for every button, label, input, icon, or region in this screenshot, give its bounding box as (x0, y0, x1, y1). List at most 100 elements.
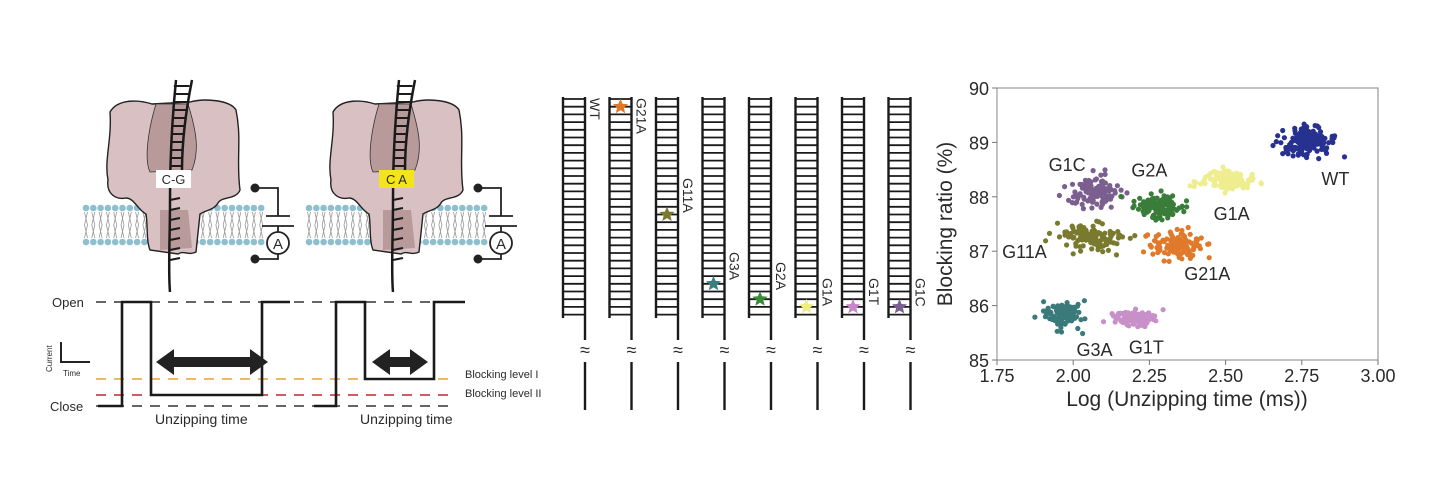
break-symbol: ≈ (627, 340, 637, 360)
data-point (1066, 234, 1072, 240)
data-point (1280, 127, 1286, 134)
data-point (1044, 308, 1050, 314)
series-G1A (1187, 164, 1264, 196)
data-point (1314, 141, 1320, 147)
data-point (1089, 246, 1095, 252)
data-point (1212, 169, 1218, 175)
lipid-tail (200, 211, 205, 239)
data-point (1112, 190, 1118, 196)
dna-base (392, 247, 404, 251)
lipid-head (327, 238, 335, 246)
lipid-head (250, 204, 258, 212)
data-point (1145, 232, 1151, 238)
ladder-label: G1C (913, 278, 929, 307)
lipid-tail (482, 211, 487, 239)
data-point (1230, 185, 1236, 191)
lipid-head (466, 238, 473, 246)
lipid-tail (91, 211, 96, 239)
data-point (1235, 173, 1241, 179)
blocking-level-2-label: Blocking level II (465, 388, 541, 400)
lipid-head (199, 238, 207, 246)
data-point (1156, 232, 1162, 238)
ladder-label: G2A (773, 262, 789, 291)
data-point (1055, 321, 1061, 327)
dna-ladder-G3A: ≈G3A (701, 97, 743, 410)
mutation-star-icon (705, 275, 722, 291)
data-point (1184, 204, 1190, 210)
lipid-tail (460, 211, 465, 239)
data-point (1089, 228, 1095, 234)
x-axis-label: Log (Unzipping time (ms)) (1066, 388, 1308, 411)
data-point (1105, 247, 1111, 253)
data-point (1069, 181, 1076, 187)
data-point (1056, 192, 1062, 199)
lipid-head (349, 204, 357, 212)
open-label: Open (52, 295, 84, 310)
base-pair-label-bg (379, 170, 414, 188)
data-point (1170, 201, 1176, 207)
data-point (1052, 317, 1058, 324)
dna-strand (167, 79, 194, 293)
data-point (1057, 309, 1063, 315)
lipid-tail (244, 211, 249, 239)
data-point (1170, 193, 1176, 199)
data-point (1082, 177, 1088, 183)
data-point (1140, 249, 1147, 255)
data-point (1319, 146, 1325, 152)
data-point (1275, 133, 1281, 139)
data-point (1081, 298, 1087, 304)
data-point (1198, 181, 1204, 187)
data-point (1090, 168, 1096, 174)
lipid-head (444, 204, 451, 212)
break-symbol: ≈ (580, 340, 590, 360)
data-point (1094, 201, 1100, 207)
data-point (1086, 231, 1092, 238)
lipid-head (111, 204, 119, 212)
data-point (1076, 224, 1082, 230)
ladder-label: WT (587, 98, 603, 120)
data-point (1079, 201, 1085, 207)
data-point (1080, 206, 1086, 212)
data-point (1148, 191, 1154, 197)
series-label-G21A: G21A (1184, 264, 1230, 284)
data-point (1083, 227, 1089, 233)
data-point (1304, 151, 1310, 157)
duration-arrow-2 (372, 349, 428, 375)
data-point (1099, 221, 1105, 227)
circuit-wires (255, 187, 294, 260)
lipid-head (243, 238, 250, 246)
data-point (1059, 316, 1065, 322)
data-point (1136, 311, 1142, 317)
data-point (1089, 187, 1095, 193)
dna-base (169, 197, 181, 201)
y-tick-label: 87 (969, 242, 989, 262)
data-point (1062, 184, 1068, 190)
mutation-star-icon (752, 291, 768, 306)
y-tick-label: 88 (969, 188, 989, 208)
data-point (1270, 142, 1276, 149)
dna-constructs: ≈WT≈G21A≈G11A≈G3A≈G2A≈G1A≈G1T≈G1C (561, 97, 929, 410)
data-point (1190, 246, 1196, 252)
data-point (1220, 174, 1226, 180)
lipid-tail (445, 211, 450, 239)
data-point (1132, 318, 1138, 324)
lipid-head (320, 238, 327, 246)
dna-ladder-G21A: ≈G21A (608, 97, 650, 410)
lipid-head (257, 204, 265, 212)
lipid-head (141, 238, 148, 246)
lipid-head (221, 238, 228, 246)
lipid-head (320, 204, 327, 212)
data-point (1180, 232, 1186, 238)
lipid-tail (453, 211, 457, 239)
lipid-head (221, 204, 228, 212)
data-point (1089, 205, 1095, 211)
lipid-tail (230, 211, 234, 239)
lipid-tail (135, 211, 140, 239)
mutation-star-icon (845, 298, 861, 314)
mutation-star-icon (891, 298, 908, 314)
data-point (1316, 156, 1322, 162)
ammeter-icon (489, 231, 513, 255)
data-point (1294, 133, 1300, 139)
data-point (1070, 194, 1076, 200)
